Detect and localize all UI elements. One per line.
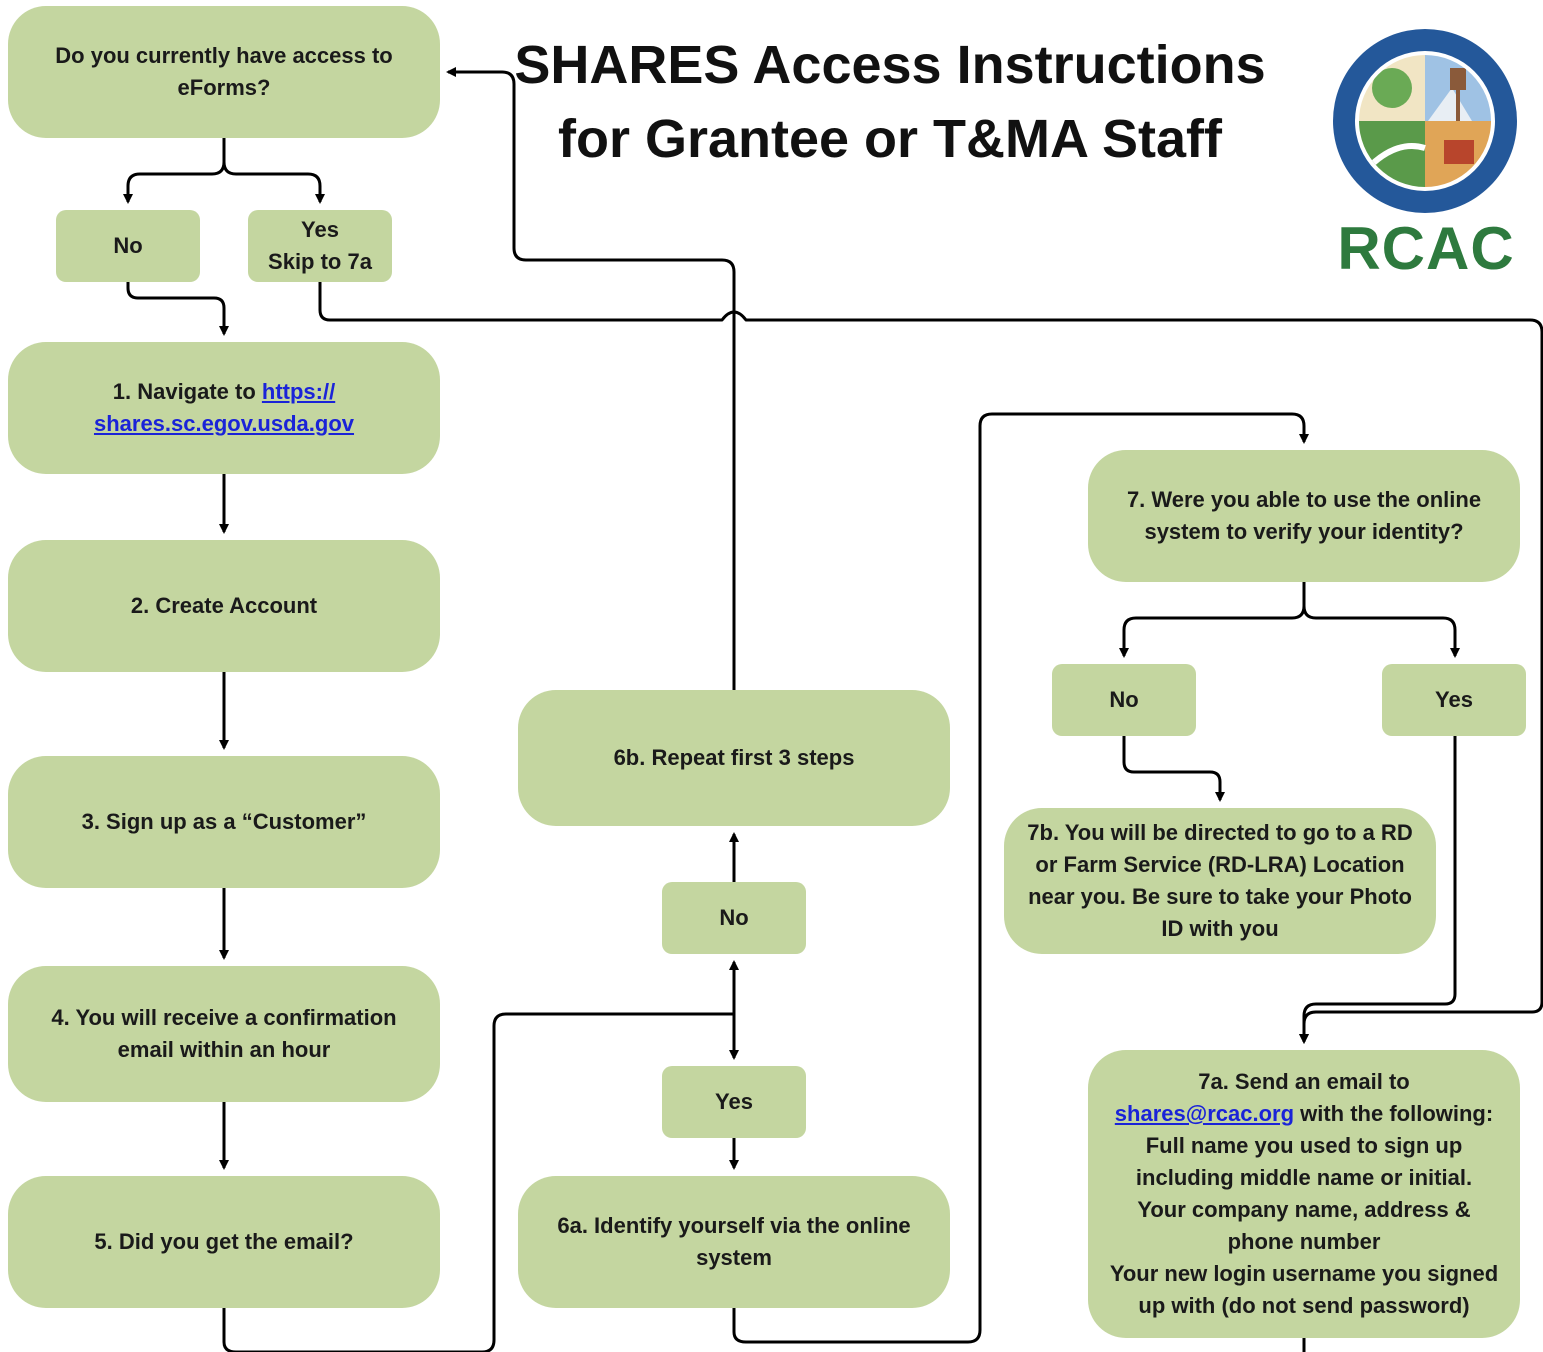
verify-no-node: No: [1052, 664, 1196, 736]
shares-link-part1[interactable]: https://: [261, 379, 336, 404]
rcac-email-link[interactable]: shares@rcac.org: [1114, 1101, 1295, 1126]
step5-text: 5. Did you get the email?: [94, 1229, 354, 1254]
email-yes-node: Yes: [662, 1066, 806, 1138]
eforms-question-node: Do you currently have access to eForms?: [8, 6, 440, 138]
connector-no-to-step1: [126, 282, 229, 336]
connector-eforms-split: [123, 138, 226, 204]
logo-wordmark: RCAC: [1337, 215, 1515, 282]
step7a-company: Your company name, address & phone numbe…: [1137, 1197, 1471, 1254]
step7b-node: 7b. You will be directed to go to a RD o…: [1004, 808, 1436, 954]
connector-verify-yes-7a: [1299, 736, 1457, 1044]
verify-yes-node: Yes: [1382, 664, 1526, 736]
connector-6a-to-7: [732, 412, 1309, 1344]
step3-text: 3. Sign up as a “Customer”: [81, 809, 367, 834]
step6b-node: 6b. Repeat first 3 steps: [518, 690, 950, 826]
connector-step5-to-answers: [222, 1012, 734, 1352]
connector-6b-to-eforms: [446, 67, 736, 690]
step7a-node: 7a. Send an email to shares@rcac.org wit…: [1088, 1050, 1520, 1338]
email-yes-label: Yes: [715, 1089, 753, 1114]
step4-text: 4. You will receive a confirmation email…: [51, 1005, 397, 1062]
step7a-following: with the following:: [1294, 1101, 1494, 1126]
step7-text: 7. Were you able to use the online syste…: [1126, 487, 1482, 544]
step6a-text: 6a. Identify yourself via the online sys…: [557, 1213, 911, 1270]
email-no-label: No: [719, 905, 749, 930]
step1-node: 1. Navigate to https:// shares.sc.egov.u…: [8, 342, 440, 474]
step7b-text: 7b. You will be directed to go to a RD o…: [1027, 820, 1413, 941]
step2-text: 2. Create Account: [130, 593, 318, 618]
title-line-2: for Grantee or T&MA Staff: [557, 109, 1223, 169]
title-line-1: SHARES Access Instructions: [514, 35, 1266, 95]
connector-verify-no-7b: [1122, 736, 1225, 802]
step7a-username: Your new login username you signed up wi…: [1109, 1261, 1499, 1318]
eforms-yes-label: Yes: [301, 217, 339, 242]
step5-node: 5. Did you get the email?: [8, 1176, 440, 1308]
email-no-node: No: [662, 882, 806, 954]
verify-no-label: No: [1109, 687, 1139, 712]
step7a-full-name: Full name you used to sign up including …: [1135, 1133, 1473, 1190]
step3-node: 3. Sign up as a “Customer”: [8, 756, 440, 888]
connector-eforms-yes: [222, 161, 325, 204]
connector-7-split: [1119, 582, 1306, 658]
step7a-heading: 7a. Send an email to: [1198, 1069, 1410, 1094]
step2-node: 2. Create Account: [8, 540, 440, 672]
eforms-no-label: No: [113, 233, 143, 258]
eforms-no-node: No: [56, 210, 200, 282]
eforms-yes-node: Yes Skip to 7a: [248, 210, 392, 282]
rcac-logo-emblem: [1333, 29, 1517, 213]
connector-yes-skip-to-7a: [318, 282, 1543, 1044]
connector-7-yes: [1302, 605, 1460, 658]
page-title: SHARES Access Instructions for Grantee o…: [505, 28, 1275, 176]
eforms-question-text: Do you currently have access to eForms?: [55, 43, 393, 100]
step1-text: 1. Navigate to: [112, 379, 262, 404]
step6a-node: 6a. Identify yourself via the online sys…: [518, 1176, 950, 1308]
step7-node: 7. Were you able to use the online syste…: [1088, 450, 1520, 582]
step6b-text: 6b. Repeat first 3 steps: [613, 745, 855, 770]
step4-node: 4. You will receive a confirmation email…: [8, 966, 440, 1102]
eforms-yes-skip-label: Skip to 7a: [268, 249, 372, 274]
verify-yes-label: Yes: [1435, 687, 1473, 712]
shares-link-part2[interactable]: shares.sc.egov.usda.gov: [93, 411, 355, 436]
